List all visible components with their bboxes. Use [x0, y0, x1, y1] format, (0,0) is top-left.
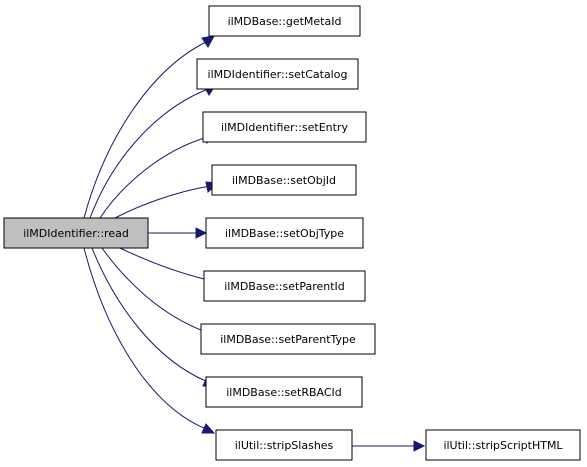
node-label: ilMDBase::getMetaId: [228, 15, 342, 28]
node-label: ilUtil::stripScriptHTML: [443, 439, 563, 452]
node-label: ilMDBase::setRBACId: [226, 386, 342, 399]
edge-read-setobjid: [114, 181, 220, 219]
edge-read-setrbacid: [91, 247, 218, 387]
node-setobjid[interactable]: ilMDBase::setObjId: [211, 164, 357, 196]
node-stripslashes[interactable]: ilUtil::stripSlashes: [215, 429, 353, 461]
node-setentry[interactable]: ilMDIdentifier::setEntry: [202, 111, 367, 143]
edge-read-stripslashes: [83, 247, 216, 434]
node-setparenttype[interactable]: ilMDBase::setParentType: [200, 323, 376, 355]
node-setcatalog[interactable]: ilMDIdentifier::setCatalog: [196, 58, 359, 90]
node-setobjtype[interactable]: ilMDBase::setObjType: [205, 217, 364, 249]
node-label: ilMDIdentifier::read: [23, 227, 129, 240]
node-label: ilMDBase::setParentType: [220, 333, 356, 346]
node-getmetaid[interactable]: ilMDBase::getMetaId: [208, 5, 361, 37]
edge-read-setobjtype: [148, 227, 208, 239]
edge-stripslashes-stripscripthtml: [352, 440, 426, 452]
node-label: ilMDBase::setObjId: [232, 174, 336, 187]
node-label: ilMDBase::setObjType: [225, 227, 344, 240]
node-label: ilMDBase::setParentId: [224, 280, 345, 293]
node-root-read[interactable]: ilMDIdentifier::read: [3, 217, 149, 249]
edge-read-setparentid: [119, 247, 218, 287]
edge-read-getmetaid: [83, 35, 215, 219]
edge-read-setparenttype: [101, 247, 216, 337]
call-nodes: ilMDIdentifier::read ilMDBase::getMetaId…: [3, 5, 581, 461]
node-stripscripthtml[interactable]: ilUtil::stripScriptHTML: [425, 429, 581, 461]
edge-read-setentry: [99, 132, 218, 219]
node-setparentid[interactable]: ilMDBase::setParentId: [203, 270, 366, 302]
node-label: ilMDIdentifier::setEntry: [221, 121, 348, 134]
node-setrbacid[interactable]: ilMDBase::setRBACId: [205, 376, 363, 408]
node-label: ilMDIdentifier::setCatalog: [208, 68, 348, 81]
node-label: ilUtil::stripSlashes: [235, 439, 334, 452]
